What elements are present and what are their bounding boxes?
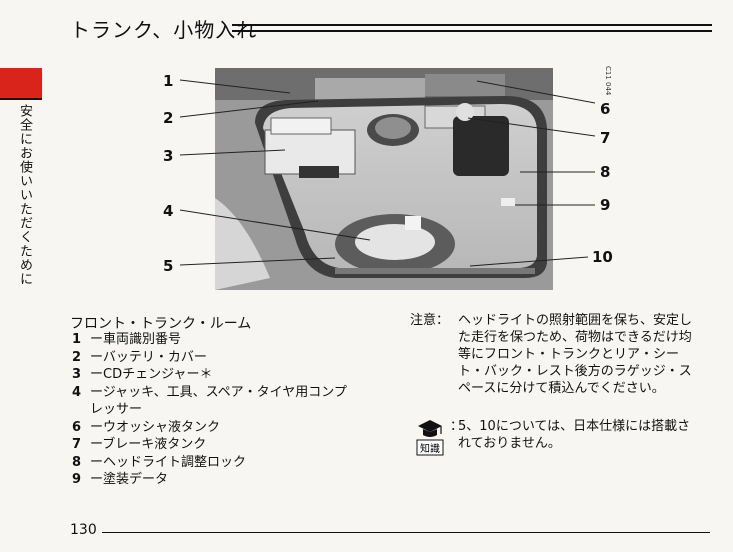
leader-3 — [179, 149, 286, 156]
callout-7: 7 — [600, 129, 611, 147]
item-text: ーブレーキ液タンク — [90, 437, 207, 452]
callout-8: 8 — [600, 163, 611, 181]
knowledge-colon: ： — [450, 419, 464, 434]
list-item: 4 ージャッキ、工具、スペア・タイヤ用コンプ — [72, 384, 347, 402]
list-item: 2 ーバッテリ・カバー — [72, 349, 347, 367]
leader-1 — [179, 79, 291, 94]
list-item: 6 ーウオッシャ液タンク — [72, 419, 347, 437]
section-tab-rule — [0, 98, 42, 100]
leader-2 — [179, 100, 319, 118]
item-number: 1 — [72, 332, 82, 347]
callout-6: 6 — [600, 100, 611, 118]
caution-line: ヘッドライトの照射範囲を保ち、安定し — [458, 313, 693, 328]
section-tab-marker — [0, 68, 42, 98]
item-text: ーヘッドライト調整ロック — [90, 454, 247, 470]
photo-code: C11 044 — [604, 66, 612, 96]
callout-3: 3 — [163, 147, 174, 165]
caution-line: ペースに分けて積込んでください。 — [458, 381, 665, 396]
leader-10 — [469, 256, 589, 267]
item-number: 9 — [72, 472, 82, 487]
trunk-photo — [215, 68, 553, 290]
item-number: 3 — [72, 367, 82, 382]
page-title: トランク、小物入れ — [70, 18, 258, 42]
item-text: ー塗装データ — [90, 472, 169, 487]
leader-5 — [179, 257, 336, 266]
item-text: ーCDチェンジャー＊ — [90, 367, 213, 382]
item-number: 4 — [72, 384, 82, 400]
leader-4 — [179, 209, 371, 241]
callout-5: 5 — [163, 257, 174, 275]
knowledge-line: れておりません。 — [458, 436, 561, 451]
caution-label: 注意： — [410, 313, 450, 328]
item-number: 8 — [72, 454, 82, 470]
caution-line: ト・バック・レスト後方のラゲッジ・ス — [458, 364, 692, 379]
item-number: 2 — [72, 349, 82, 365]
knowledge-note: 知識 ： 5、10については、日本仕様には搭載さ れておりません。 — [410, 418, 710, 456]
item-text: ージャッキ、工具、スペア・タイヤ用コンプ — [90, 384, 347, 400]
section-title: フロント・トランク・ルーム — [70, 316, 252, 332]
item-text: ーバッテリ・カバー — [90, 349, 207, 365]
knowledge-icon-label: 知識 — [420, 442, 440, 455]
caution-line: た走行を保つため、荷物はできるだけ均 — [458, 330, 692, 345]
callout-9: 9 — [600, 196, 611, 214]
item-number: 6 — [72, 419, 82, 435]
list-item: 9 ー塗装データ — [72, 471, 347, 489]
graduation-cap-icon: 知識 — [416, 418, 444, 456]
section-tab-label: 安全にお使いいただくために — [17, 104, 32, 286]
item-text: ーウオッシャ液タンク — [90, 419, 221, 435]
leader-6 — [476, 80, 596, 104]
leader-7 — [467, 117, 596, 137]
callout-10: 10 — [592, 248, 613, 266]
item-number: 7 — [72, 437, 82, 452]
component-list: 1 ー車両識別番号 2 ーバッテリ・カバー 3 ーCDチェンジャー＊ 4 ージャッキ、工… — [72, 331, 347, 489]
caution-line: 等にフロント・トランクとリア・シー — [458, 347, 680, 362]
list-item: 1 ー車両識別番号 — [72, 331, 347, 349]
knowledge-line: 5、10については、日本仕様には搭載さ — [458, 419, 691, 434]
list-item: 7 ーブレーキ液タンク — [72, 436, 347, 454]
callout-4: 4 — [163, 202, 174, 220]
item-text: ー車両識別番号 — [90, 332, 182, 347]
list-item: 8 ーヘッドライト調整ロック — [72, 454, 347, 472]
callout-2: 2 — [163, 109, 174, 127]
footer-rule — [102, 532, 710, 533]
callout-1: 1 — [163, 72, 174, 90]
list-item: 3 ーCDチェンジャー＊ — [72, 366, 347, 384]
item-text-continued: レッサー — [90, 402, 143, 417]
page-number: 130 — [70, 522, 97, 538]
caution-note: 注意： ヘッドライトの照射範囲を保ち、安定し た走行を保つため、荷物はできるだけ… — [410, 312, 710, 397]
title-rule — [232, 24, 712, 32]
